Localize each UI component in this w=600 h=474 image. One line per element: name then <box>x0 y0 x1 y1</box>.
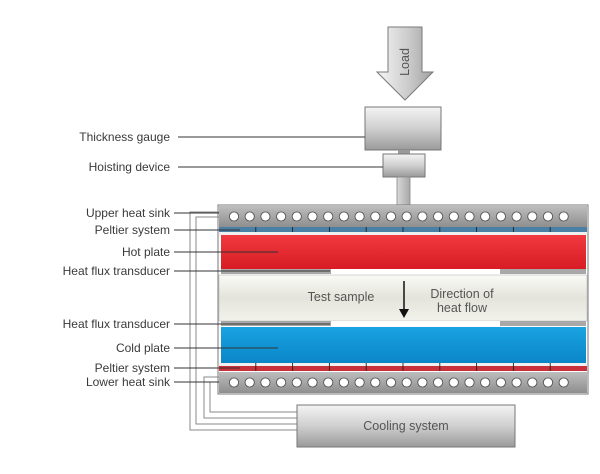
heat-sink-hole <box>401 211 412 222</box>
heat-sink-hole <box>495 377 506 388</box>
heat-sink-hole <box>338 377 349 388</box>
lower-heat-sink-holes <box>228 377 569 388</box>
heat-sink-hole <box>354 211 365 222</box>
heat-sink-hole <box>228 377 240 388</box>
labels: Thickness gauge Hoisting device Upper he… <box>63 130 383 389</box>
heat-sink-hole <box>464 377 475 388</box>
label-hot-plate: Hot plate <box>122 245 170 259</box>
heat-sink-hole <box>370 211 381 222</box>
heat-sink-hole <box>464 211 475 222</box>
heat-flux-transducer-bottom <box>221 321 586 326</box>
heat-sink-hole <box>260 377 271 388</box>
cooling-system <box>296 404 516 448</box>
heat-sink-hole <box>542 377 554 388</box>
heat-sink-hole <box>276 211 287 222</box>
heat-sink-hole <box>527 377 538 388</box>
heat-flow-arrow <box>399 281 409 318</box>
heat-sink-hole <box>370 377 381 388</box>
heat-sink-hole <box>228 211 240 222</box>
direction-label-line2: heat flow <box>437 301 488 315</box>
heat-flux-transducer-top <box>221 269 586 274</box>
heat-sink-hole <box>354 377 365 388</box>
peltier-bottom-segments <box>255 363 551 371</box>
heat-sink-hole <box>323 377 334 388</box>
heat-sink-hole <box>338 211 349 222</box>
heat-sink-hole <box>260 211 271 222</box>
heat-sink-hole <box>307 211 318 222</box>
heat-sink-hole <box>244 211 255 222</box>
heat-sink-hole <box>385 211 397 222</box>
hoisting-device <box>382 153 426 178</box>
label-hoisting-device: Hoisting device <box>89 160 171 174</box>
heat-sink-hole <box>480 211 491 222</box>
load-arrow <box>375 26 435 101</box>
upper-heat-sink-holes <box>228 211 569 222</box>
cooling-pipes <box>189 211 297 431</box>
heat-sink-hole <box>542 211 554 222</box>
heat-sink-hole <box>417 211 428 222</box>
heat-sink-hole <box>448 211 459 222</box>
heat-sink-hole <box>527 211 538 222</box>
test-sample-label: Test sample <box>308 290 375 304</box>
heat-sink-hole <box>448 377 459 388</box>
label-peltier-bottom: Peltier system <box>95 361 170 375</box>
label-thickness-gauge: Thickness gauge <box>79 130 170 144</box>
heat-sink-hole <box>511 377 522 388</box>
heat-sink-hole <box>244 377 255 388</box>
heat-sink-hole <box>307 377 318 388</box>
thickness-gauge <box>364 106 442 151</box>
heat-sink-hole <box>495 211 506 222</box>
cold-plate <box>221 327 586 363</box>
label-lower-heat-sink: Lower heat sink <box>86 375 171 389</box>
heat-sink-hole <box>558 377 569 388</box>
heat-sink-hole <box>323 211 334 222</box>
label-heat-flux-transducer-bottom: Heat flux transducer <box>63 317 170 331</box>
label-peltier-top: Peltier system <box>95 223 170 237</box>
heat-sink-hole <box>385 377 397 388</box>
heat-sink-hole <box>433 211 444 222</box>
label-heat-flux-transducer-top: Heat flux transducer <box>63 264 170 278</box>
gauge-connector <box>398 150 410 154</box>
heat-sink-hole <box>433 377 444 388</box>
heat-sink-hole <box>417 377 428 388</box>
label-cold-plate: Cold plate <box>116 341 170 355</box>
hot-plate <box>221 235 586 269</box>
direction-label-line1: Direction of <box>430 287 494 301</box>
heat-sink-hole <box>276 377 287 388</box>
heat-sink-hole <box>401 377 412 388</box>
label-upper-heat-sink: Upper heat sink <box>86 206 171 220</box>
heat-sink-hole <box>480 377 491 388</box>
load-label: Load <box>398 48 412 76</box>
heat-sink-hole <box>291 211 302 222</box>
heat-sink-hole <box>291 377 302 388</box>
heat-sink-hole <box>511 211 522 222</box>
heat-sink-hole <box>558 211 569 222</box>
cooling-system-label: Cooling system <box>363 419 448 433</box>
shaft <box>396 176 411 206</box>
